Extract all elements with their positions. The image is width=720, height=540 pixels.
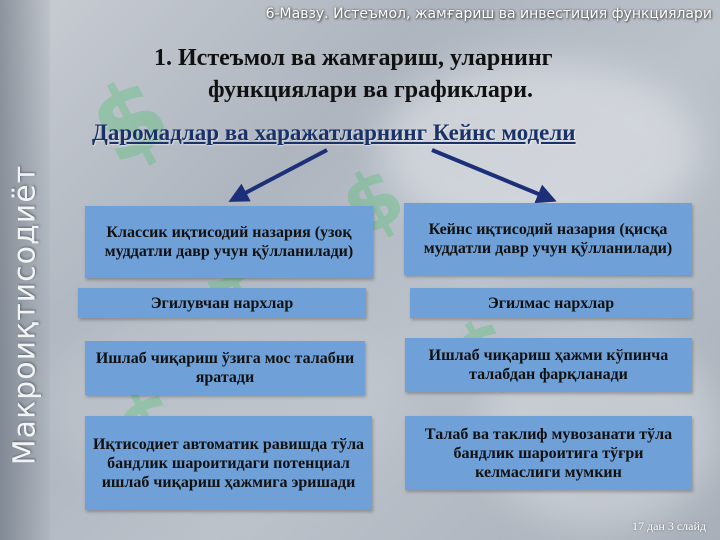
slide-title-line-2: функциялари ва графиклари. bbox=[208, 77, 534, 103]
flexible-prices-box: Эгилувчан нархлар bbox=[78, 288, 366, 318]
arrow-right bbox=[431, 148, 557, 204]
slide-title-line-1: 1. Истеъмол ва жамғариш, уларнинг bbox=[154, 45, 553, 71]
output-differs-demand-box: Ишлаб чиқариш ҳажми кўпинча талабдан фар… bbox=[405, 338, 692, 392]
slide-counter: 17 дан 3 слайд bbox=[631, 519, 706, 533]
rigid-prices-box: Эгилмас нархлар bbox=[410, 288, 692, 318]
supply-creates-demand-box: Ишлаб чиқариш ўзига мос талабни яратади bbox=[85, 341, 365, 395]
slide-title: 1. Истеъмол ва жамғариш, уларнинг функци… bbox=[120, 42, 640, 106]
full-employment-automatic-box: Иқтисодиет автоматик равишда тўла бандли… bbox=[85, 416, 372, 510]
classical-theory-box: Классик иқтисодий назария (узоқ муддатли… bbox=[85, 206, 373, 278]
equilibrium-mismatch-box: Талаб ва таклиф мувозанати тўла бандлик … bbox=[405, 416, 692, 490]
topic-header: 6-Мавзу. Истеъмол, жамғариш ва инвестици… bbox=[265, 6, 712, 22]
arrow-left bbox=[228, 148, 328, 202]
slide-subtitle: Даромадлар ва харажатларнинг Кейнс модел… bbox=[92, 120, 576, 145]
sidebar-band: Макроиқтисодиёт bbox=[0, 0, 50, 540]
keynes-theory-box: Кейнс иқтисодий назария (қисқа муддатли … bbox=[404, 203, 692, 275]
